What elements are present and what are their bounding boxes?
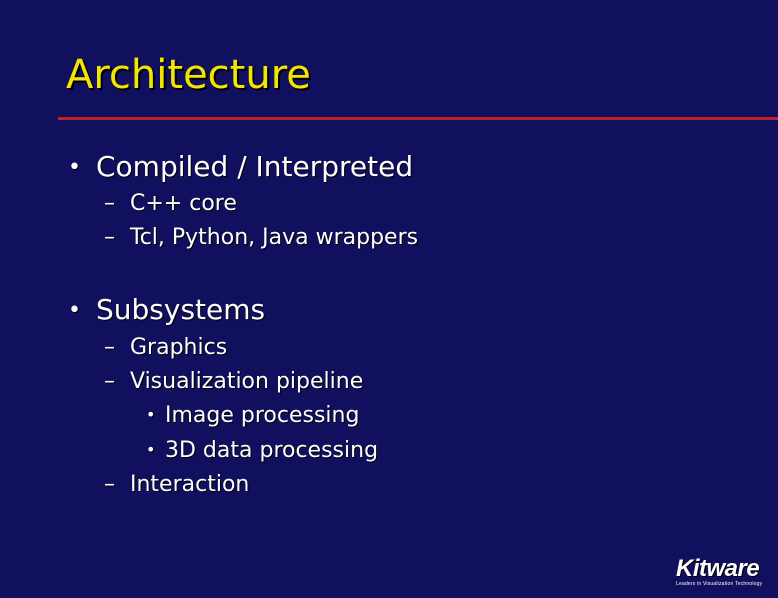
- nested-image-processing: • Image processing: [146, 403, 359, 428]
- bullet-text: Subsystems: [96, 293, 266, 326]
- subitem-text: Interaction: [130, 472, 250, 497]
- subitem-cpp-core: –C++ core: [104, 191, 237, 216]
- subitem-text: Tcl, Python, Java wrappers: [130, 225, 419, 250]
- subitem-text: Visualization pipeline: [130, 369, 364, 394]
- nested-3d-data-processing: • 3D data processing: [146, 438, 378, 463]
- bullet-marker: •: [146, 440, 156, 459]
- bullet-compiled-interpreted: • Compiled / Interpreted: [68, 150, 413, 183]
- bullet-marker: •: [68, 298, 81, 323]
- bullet-marker: •: [146, 405, 156, 424]
- nested-text: Image processing: [165, 403, 360, 428]
- bullet-subsystems: • Subsystems: [68, 293, 265, 326]
- subitem-visualization-pipeline: –Visualization pipeline: [104, 369, 363, 394]
- subitem-interaction: –Interaction: [104, 472, 249, 497]
- dash-marker: –: [104, 335, 115, 360]
- subitem-graphics: –Graphics: [104, 335, 227, 360]
- subitem-text: C++ core: [130, 191, 237, 216]
- slide-title: Architecture: [66, 52, 311, 98]
- dash-marker: –: [104, 369, 115, 394]
- logo-wordmark: Kitware: [676, 555, 760, 582]
- dash-marker: –: [104, 225, 115, 250]
- logo-tagline: Leaders in Visualization Technology: [676, 581, 763, 587]
- dash-marker: –: [104, 191, 115, 216]
- title-divider: [58, 117, 778, 120]
- subitem-wrappers: –Tcl, Python, Java wrappers: [104, 225, 418, 250]
- kitware-logo: Kitware Leaders in Visualization Technol…: [676, 555, 763, 588]
- bullet-text: Compiled / Interpreted: [96, 150, 414, 183]
- nested-text: 3D data processing: [165, 438, 379, 463]
- bullet-marker: •: [68, 155, 81, 180]
- dash-marker: –: [104, 472, 115, 497]
- subitem-text: Graphics: [130, 335, 228, 360]
